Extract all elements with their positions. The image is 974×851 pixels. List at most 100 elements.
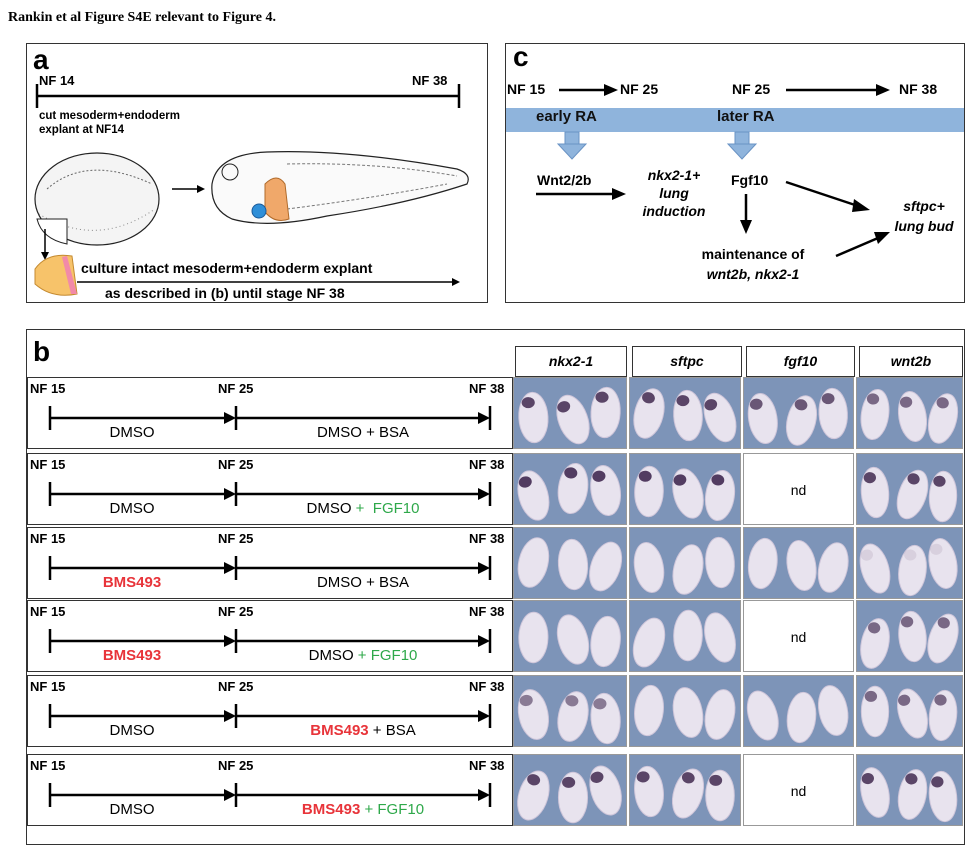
late-treatment-label: BMS493 + FGF10 bbox=[236, 801, 490, 818]
early-ra-label: early RA bbox=[536, 108, 597, 125]
maintenance-label: maintenance of wnt2b, nkx2-1 bbox=[688, 244, 818, 284]
in-situ-photo bbox=[513, 453, 627, 525]
in-situ-photo bbox=[856, 453, 963, 525]
stage-label-end: NF 38 bbox=[469, 604, 505, 619]
late-treatment-agent: BMS493 bbox=[310, 722, 369, 739]
later-ra-label: later RA bbox=[717, 108, 775, 125]
in-situ-photo bbox=[743, 377, 854, 449]
stage-label-mid: NF 25 bbox=[218, 531, 254, 546]
column-header-wnt2b: wnt2b bbox=[859, 346, 963, 377]
nkx-line-1: nkx2-1+ bbox=[647, 167, 701, 183]
stage-label-end: NF 38 bbox=[469, 679, 505, 694]
panel-a-cut-text-2: explant at NF14 bbox=[39, 124, 124, 136]
early-treatment-label: DMSO bbox=[109, 722, 155, 739]
late-treatment-label: DMSO + FGF10 bbox=[236, 500, 490, 517]
stage-label-end: NF 38 bbox=[469, 381, 505, 396]
in-situ-photo bbox=[856, 600, 963, 672]
column-header-sftpc: sftpc bbox=[632, 346, 742, 377]
stage-label-mid: NF 25 bbox=[218, 604, 254, 619]
nkx-line-3: induction bbox=[642, 203, 706, 219]
panel-c-label: c bbox=[513, 41, 529, 72]
panel-a-drawing bbox=[34, 84, 469, 296]
late-treatment-supplement: + BSA bbox=[368, 722, 416, 739]
early-treatment-label: DMSO bbox=[109, 424, 155, 441]
in-situ-photo bbox=[629, 754, 741, 826]
stage-label-mid: NF 25 bbox=[218, 381, 254, 396]
figure-title: Rankin et al Figure S4E relevant to Figu… bbox=[8, 10, 276, 25]
panel-c: c NF 15 NF 25 NF 25 NF 38 early RA later… bbox=[505, 43, 965, 303]
in-situ-photo bbox=[856, 377, 963, 449]
in-situ-photo bbox=[743, 527, 854, 599]
sftpc-line-1: sftpc+ bbox=[903, 198, 945, 214]
stage-label-start: NF 15 bbox=[30, 758, 66, 773]
treatment-timeline bbox=[48, 783, 492, 807]
panel-a-stage-end: NF 38 bbox=[412, 73, 448, 88]
treatment-timeline bbox=[48, 704, 492, 728]
panel-a-label: a bbox=[33, 44, 49, 75]
in-situ-photo bbox=[629, 527, 741, 599]
in-situ-photo bbox=[629, 600, 741, 672]
stage-label-start: NF 15 bbox=[30, 679, 66, 694]
panel-c-nf15: NF 15 bbox=[507, 81, 546, 97]
panel-a-cut-text-1: cut mesoderm+endoderm bbox=[39, 110, 180, 122]
not-determined-cell: nd bbox=[743, 754, 854, 826]
tadpole-sketch bbox=[211, 151, 469, 224]
treatment-row: NF 15 NF 25 NF 38 BMS493 DMSO + FGF10 bbox=[27, 600, 513, 672]
in-situ-photo bbox=[856, 675, 963, 747]
treatment-timeline bbox=[48, 556, 492, 580]
early-treatment-label: DMSO bbox=[109, 801, 155, 818]
late-treatment-agent: DMSO bbox=[316, 424, 362, 441]
late-treatment-supplement: + BSA bbox=[361, 424, 410, 441]
panel-c-nf25-b: NF 25 bbox=[732, 81, 771, 97]
treatment-timeline bbox=[48, 629, 492, 653]
fgf10-label: Fgf10 bbox=[731, 172, 769, 188]
stage-label-end: NF 38 bbox=[469, 457, 505, 472]
in-situ-photo bbox=[513, 754, 627, 826]
late-treatment-label: DMSO + BSA bbox=[236, 424, 490, 441]
late-treatment-label: DMSO + BSA bbox=[236, 574, 490, 591]
late-treatment-label: BMS493 + BSA bbox=[236, 722, 490, 739]
not-determined-cell: nd bbox=[743, 600, 854, 672]
in-situ-photo bbox=[513, 600, 627, 672]
maintenance-line-1: maintenance of bbox=[701, 246, 805, 262]
late-treatment-supplement: + FGF10 bbox=[351, 500, 420, 517]
late-treatment-supplement: + FGF10 bbox=[353, 647, 418, 664]
late-treatment-supplement: + FGF10 bbox=[360, 801, 425, 818]
embryo-sketch-early bbox=[34, 152, 160, 246]
panel-a: a bbox=[26, 43, 488, 303]
stage-label-start: NF 15 bbox=[30, 604, 66, 619]
in-situ-photo bbox=[513, 527, 627, 599]
early-treatment-label: BMS493 bbox=[102, 647, 162, 664]
in-situ-photo bbox=[629, 675, 741, 747]
late-treatment-label: DMSO + FGF10 bbox=[236, 647, 490, 664]
sftpc-line-2: lung bud bbox=[894, 218, 954, 234]
panel-a-culture-text-2: as described in (b) until stage NF 38 bbox=[105, 285, 345, 301]
stage-label-start: NF 15 bbox=[30, 381, 66, 396]
treatment-row: NF 15 NF 25 NF 38 BMS493 DMSO + BSA bbox=[27, 527, 513, 599]
ra-bar bbox=[506, 108, 964, 132]
explant-sketch bbox=[34, 254, 78, 296]
stage-label-start: NF 15 bbox=[30, 531, 66, 546]
panel-c-nf38: NF 38 bbox=[899, 81, 938, 97]
in-situ-photo bbox=[629, 453, 741, 525]
panel-c-diagram bbox=[506, 84, 964, 258]
in-situ-photo bbox=[856, 527, 963, 599]
in-situ-photo bbox=[856, 754, 963, 826]
in-situ-photo bbox=[743, 675, 854, 747]
in-situ-photo bbox=[513, 377, 627, 449]
treatment-timeline bbox=[48, 406, 492, 430]
stage-label-end: NF 38 bbox=[469, 531, 505, 546]
treatment-timeline bbox=[48, 482, 492, 506]
column-header-fgf10: fgf10 bbox=[746, 346, 855, 377]
wnt-label: Wnt2/2b bbox=[537, 172, 592, 188]
panel-c-nf25-a: NF 25 bbox=[620, 81, 659, 97]
stage-label-mid: NF 25 bbox=[218, 457, 254, 472]
late-treatment-agent: DMSO bbox=[306, 500, 352, 517]
early-treatment-label: DMSO bbox=[109, 500, 155, 517]
early-treatment-label: BMS493 bbox=[102, 574, 162, 591]
panel-b-label: b bbox=[33, 336, 51, 367]
stage-label-start: NF 15 bbox=[30, 457, 66, 472]
